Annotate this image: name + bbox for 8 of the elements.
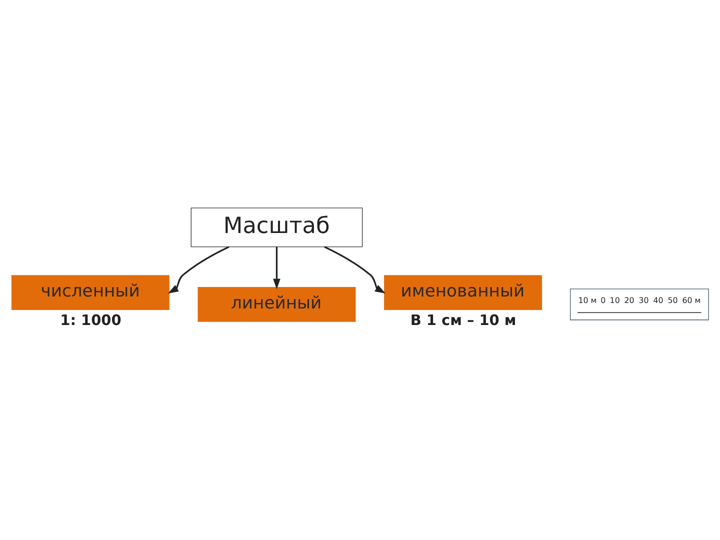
arrow <box>273 246 280 289</box>
node-box: именованный <box>384 274 542 310</box>
node-box: численный <box>11 274 170 310</box>
node-label: 1: 1000 <box>60 312 122 328</box>
node-box: линейный <box>198 286 356 322</box>
arrow <box>324 246 386 293</box>
arrow <box>168 246 230 293</box>
node-label: В 1 см – 10 м <box>410 312 516 328</box>
